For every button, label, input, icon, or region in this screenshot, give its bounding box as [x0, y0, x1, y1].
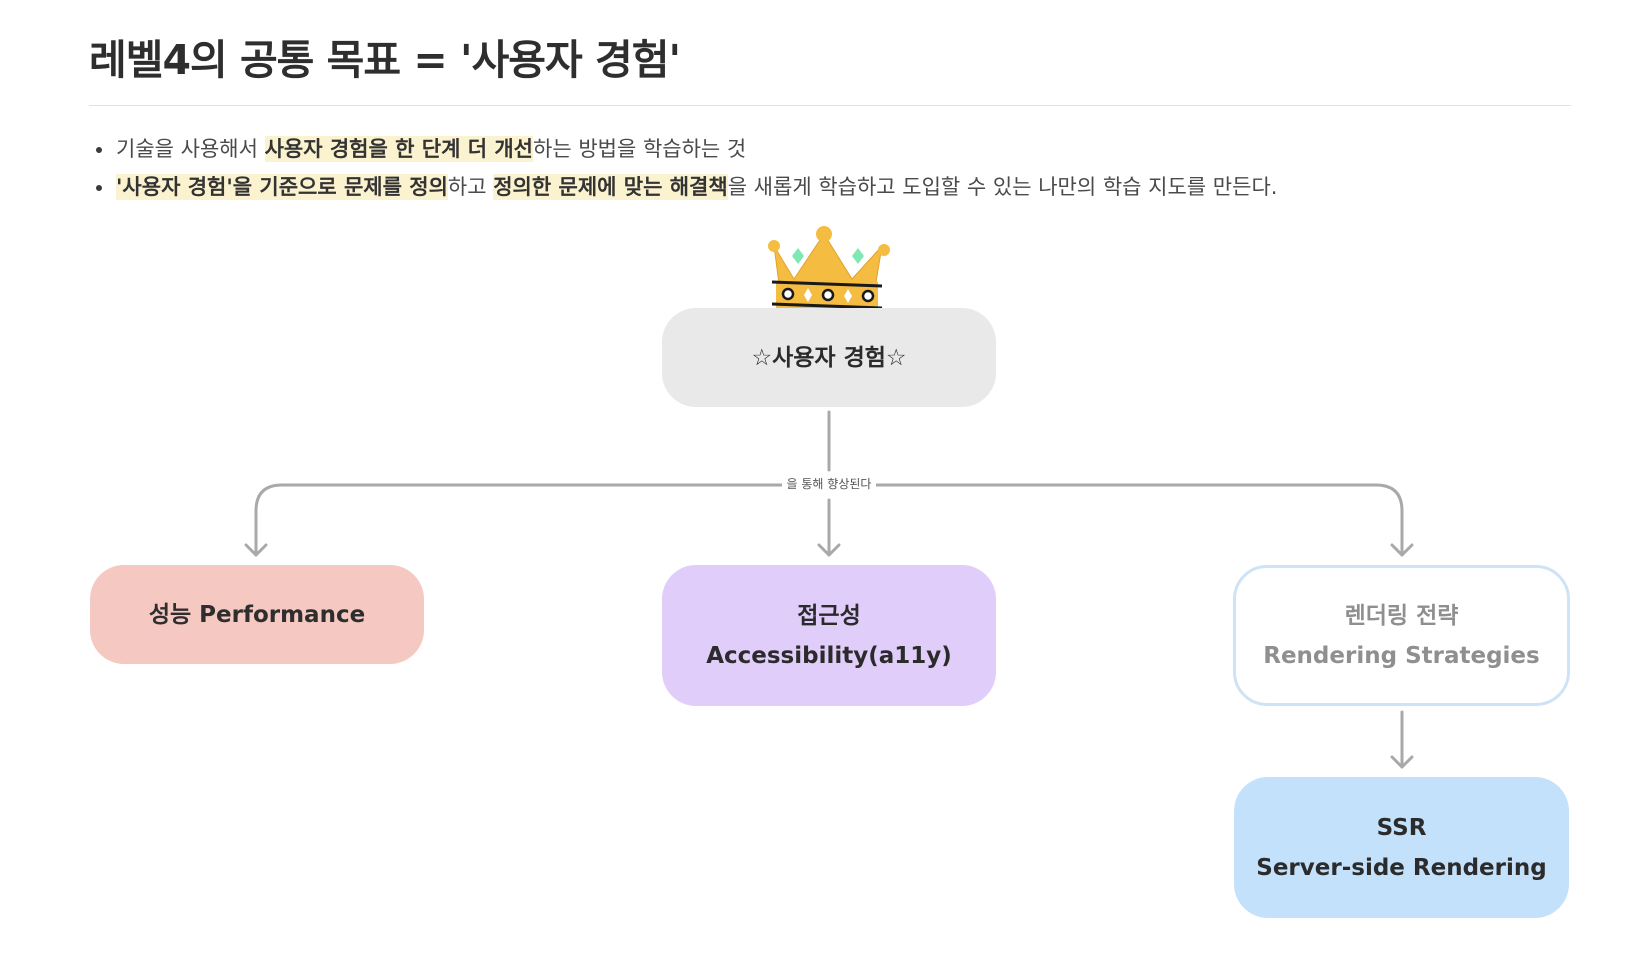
bullet-list: 기술을 사용해서 사용자 경험을 한 단계 더 개선하는 방법을 학습하는 것 …: [94, 130, 1564, 206]
node-label: SSR: [1376, 814, 1427, 841]
connector-to-performance: [254, 483, 784, 557]
bullet-highlight: 정의한 문제에 맞는 해결책: [493, 174, 728, 200]
node-sublabel: Server-side Rendering: [1256, 854, 1547, 881]
node-user-experience: ☆사용자 경험☆: [662, 308, 996, 407]
node-accessibility: 접근성 Accessibility(a11y): [662, 565, 996, 706]
node-rendering-strategies: 렌더링 전략 Rendering Strategies: [1233, 565, 1570, 706]
node-label: ☆사용자 경험☆: [751, 344, 907, 371]
arrowhead-rendering: [1390, 543, 1414, 557]
node-ssr: SSR Server-side Rendering: [1234, 777, 1569, 918]
bullet-highlight: 사용자 경험을 한 단계 더 개선: [264, 136, 533, 162]
connector-to-rendering: [874, 483, 1404, 557]
bullet-text: 기술을 사용해서: [116, 137, 265, 161]
node-sublabel: Accessibility(a11y): [706, 642, 952, 669]
page-title: 레벨4의 공통 목표 = '사용자 경험': [89, 36, 681, 84]
bullet-text: 하고: [447, 175, 494, 199]
arrowhead-ssr: [1390, 755, 1414, 769]
crown-icon: [768, 226, 890, 310]
edge-label: 을 통해 향상된다: [782, 476, 876, 492]
node-performance: 성능 Performance: [90, 565, 424, 664]
bullet-item: '사용자 경험'을 기준으로 문제를 정의하고 정의한 문제에 맞는 해결책을 …: [94, 168, 1564, 206]
bullet-highlight: '사용자 경험'을 기준으로 문제를 정의: [116, 174, 448, 200]
arrowhead-accessibility: [817, 543, 841, 557]
title-divider: [89, 105, 1571, 106]
node-sublabel: Rendering Strategies: [1263, 642, 1540, 669]
bullet-text: 을 새롭게 학습하고 도입할 수 있는 나만의 학습 지도를 만든다.: [727, 175, 1278, 199]
node-label: 렌더링 전략: [1344, 602, 1459, 629]
arrowhead-performance: [244, 543, 268, 557]
bullet-text: 하는 방법을 학습하는 것: [533, 137, 747, 161]
node-label: 성능 Performance: [148, 601, 366, 628]
bullet-item: 기술을 사용해서 사용자 경험을 한 단계 더 개선하는 방법을 학습하는 것: [94, 130, 1564, 168]
node-label: 접근성: [797, 602, 861, 629]
